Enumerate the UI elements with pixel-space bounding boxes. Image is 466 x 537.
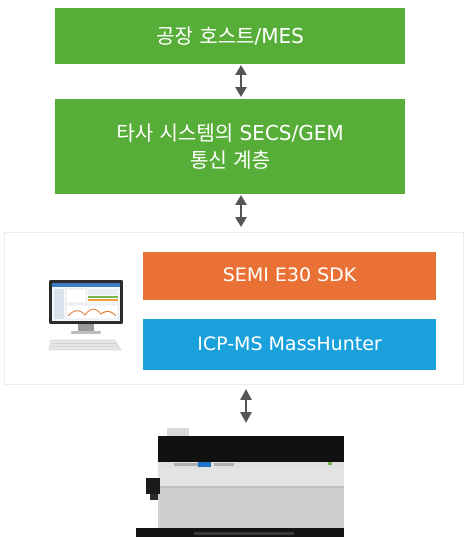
secs-gem-layer-box: 타사 시스템의 SECS/GEM 통신 계층 — [55, 99, 405, 194]
icp-ms-masshunter-box: ICP-MS MassHunter — [143, 319, 436, 370]
desktop-computer-icon — [48, 280, 123, 351]
factory-host-label: 공장 호스트/MES — [156, 23, 304, 48]
factory-host-mes-box: 공장 호스트/MES — [55, 8, 405, 64]
masshunter-label: ICP-MS MassHunter — [197, 332, 382, 355]
secs-gem-label-line-1: 타사 시스템의 SECS/GEM — [116, 120, 344, 145]
icp-ms-instrument-icon — [136, 428, 344, 537]
semi-e30-sdk-box: SEMI E30 SDK — [143, 252, 436, 300]
sdk-label: SEMI E30 SDK — [222, 264, 357, 287]
bidirectional-arrow-icon — [235, 65, 247, 97]
bidirectional-arrow-icon — [235, 195, 247, 227]
secs-gem-label-line-2: 통신 계층 — [190, 147, 270, 172]
bidirectional-arrow-icon — [240, 389, 252, 423]
